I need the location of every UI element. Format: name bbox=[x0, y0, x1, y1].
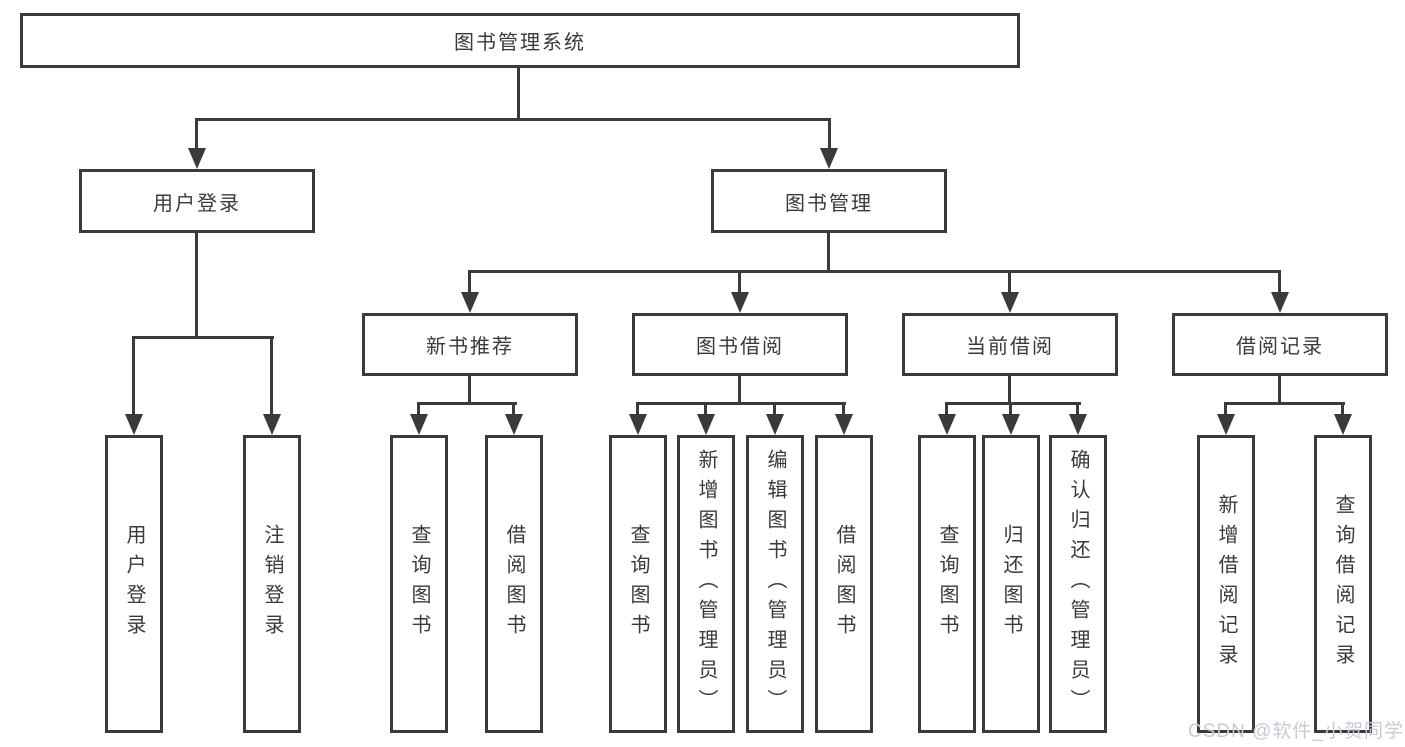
leaf-edit-book-admin: 编辑图书（管理员） bbox=[746, 435, 804, 733]
arrow-down-icon bbox=[125, 414, 143, 435]
leaf-borrow-books-recommend: 借阅图书 bbox=[485, 435, 543, 733]
connector-line bbox=[468, 270, 471, 295]
leaf-query-books-recommend-label: 查询图书 bbox=[408, 524, 430, 644]
node-borrow-records: 借阅记录 bbox=[1172, 313, 1388, 376]
leaf-edit-book-admin-label: 编辑图书（管理员） bbox=[764, 449, 786, 719]
leaf-borrow-books: 借阅图书 bbox=[815, 435, 873, 733]
arrow-down-icon bbox=[766, 414, 784, 435]
connector-line bbox=[1009, 402, 1012, 416]
connector-line bbox=[417, 402, 517, 405]
node-book-borrowing: 图书借阅 bbox=[632, 313, 848, 376]
node-user-login-label: 用户登录 bbox=[153, 192, 241, 215]
connector-line bbox=[517, 68, 520, 121]
connector-line bbox=[738, 376, 741, 404]
connector-line bbox=[132, 336, 274, 339]
node-new-book-recommend-label: 新书推荐 bbox=[426, 336, 514, 358]
node-current-borrowing: 当前借阅 bbox=[902, 313, 1118, 376]
leaf-query-books-borrowing-label: 查询图书 bbox=[627, 524, 649, 644]
connector-line bbox=[636, 402, 846, 405]
connector-line bbox=[195, 233, 198, 338]
connector-line bbox=[827, 233, 830, 273]
leaf-query-books-current: 查询图书 bbox=[918, 435, 976, 733]
connector-line bbox=[132, 336, 135, 415]
leaf-query-borrow-record: 查询借阅记录 bbox=[1314, 435, 1372, 733]
connector-line bbox=[1341, 402, 1344, 416]
connector-line bbox=[195, 118, 831, 121]
arrow-down-icon bbox=[938, 414, 956, 435]
arrow-down-icon bbox=[1334, 414, 1352, 435]
connector-line bbox=[842, 402, 845, 416]
connector-line bbox=[828, 118, 831, 150]
leaf-logout-label: 注销登录 bbox=[261, 524, 283, 644]
node-borrow-records-label: 借阅记录 bbox=[1236, 336, 1324, 358]
leaf-confirm-return-admin: 确认归还（管理员） bbox=[1049, 435, 1107, 733]
arrow-down-icon bbox=[1069, 414, 1087, 435]
leaf-query-books-recommend: 查询图书 bbox=[390, 435, 448, 733]
connector-line bbox=[468, 270, 1281, 273]
leaf-return-book: 归还图书 bbox=[982, 435, 1040, 733]
node-book-management-label: 图书管理 bbox=[785, 192, 873, 215]
node-current-borrowing-label: 当前借阅 bbox=[966, 336, 1054, 358]
node-user-login: 用户登录 bbox=[79, 169, 315, 233]
node-book-borrowing-label: 图书借阅 bbox=[696, 336, 784, 358]
leaf-logout: 注销登录 bbox=[243, 435, 301, 733]
arrow-down-icon bbox=[461, 292, 479, 313]
arrow-down-icon bbox=[835, 414, 853, 435]
arrow-down-icon bbox=[1002, 414, 1020, 435]
leaf-add-book-admin-label: 新增图书（管理员） bbox=[695, 449, 717, 719]
arrow-down-icon bbox=[1001, 292, 1019, 313]
arrow-down-icon bbox=[1217, 414, 1235, 435]
connector-line bbox=[468, 376, 471, 404]
arrow-down-icon bbox=[263, 414, 281, 435]
connector-line bbox=[195, 118, 198, 150]
connector-line bbox=[1076, 402, 1079, 416]
connector-line bbox=[636, 402, 639, 416]
arrow-down-icon bbox=[188, 148, 206, 169]
connector-line bbox=[270, 336, 273, 415]
leaf-add-book-admin: 新增图书（管理员） bbox=[677, 435, 735, 733]
connector-line bbox=[1278, 376, 1281, 404]
connector-line bbox=[1224, 402, 1345, 405]
node-root-label: 图书管理系统 bbox=[454, 32, 586, 54]
connector-line bbox=[1008, 270, 1011, 295]
leaf-add-borrow-record-label: 新增借阅记录 bbox=[1215, 494, 1237, 674]
connector-line bbox=[512, 402, 515, 416]
leaf-query-borrow-record-label: 查询借阅记录 bbox=[1332, 494, 1354, 674]
connector-line bbox=[1008, 376, 1011, 404]
connector-line bbox=[773, 402, 776, 416]
node-root: 图书管理系统 bbox=[20, 13, 1020, 68]
leaf-add-borrow-record: 新增借阅记录 bbox=[1197, 435, 1255, 733]
connector-line bbox=[945, 402, 1081, 405]
node-new-book-recommend: 新书推荐 bbox=[362, 313, 578, 376]
connector-line bbox=[945, 402, 948, 416]
connector-line bbox=[738, 270, 741, 295]
arrow-down-icon bbox=[629, 414, 647, 435]
leaf-return-book-label: 归还图书 bbox=[1000, 524, 1022, 644]
connector-line bbox=[1278, 270, 1281, 295]
arrow-down-icon bbox=[731, 292, 749, 313]
leaf-borrow-books-recommend-label: 借阅图书 bbox=[503, 524, 525, 644]
arrow-down-icon bbox=[505, 414, 523, 435]
arrow-down-icon bbox=[820, 148, 838, 169]
arrow-down-icon bbox=[410, 414, 428, 435]
arrow-down-icon bbox=[697, 414, 715, 435]
leaf-query-books-borrowing: 查询图书 bbox=[609, 435, 667, 733]
leaf-user-login: 用户登录 bbox=[105, 435, 163, 733]
connector-line bbox=[417, 402, 420, 416]
leaf-user-login-label: 用户登录 bbox=[123, 524, 145, 644]
connector-line bbox=[704, 402, 707, 416]
arrow-down-icon bbox=[1271, 292, 1289, 313]
csdn-watermark: CSDN @软件_小贺同学 bbox=[1188, 721, 1404, 742]
leaf-confirm-return-admin-label: 确认归还（管理员） bbox=[1067, 449, 1089, 719]
node-book-management: 图书管理 bbox=[711, 169, 947, 233]
leaf-query-books-current-label: 查询图书 bbox=[936, 524, 958, 644]
connector-line bbox=[1224, 402, 1227, 416]
leaf-borrow-books-label: 借阅图书 bbox=[833, 524, 855, 644]
